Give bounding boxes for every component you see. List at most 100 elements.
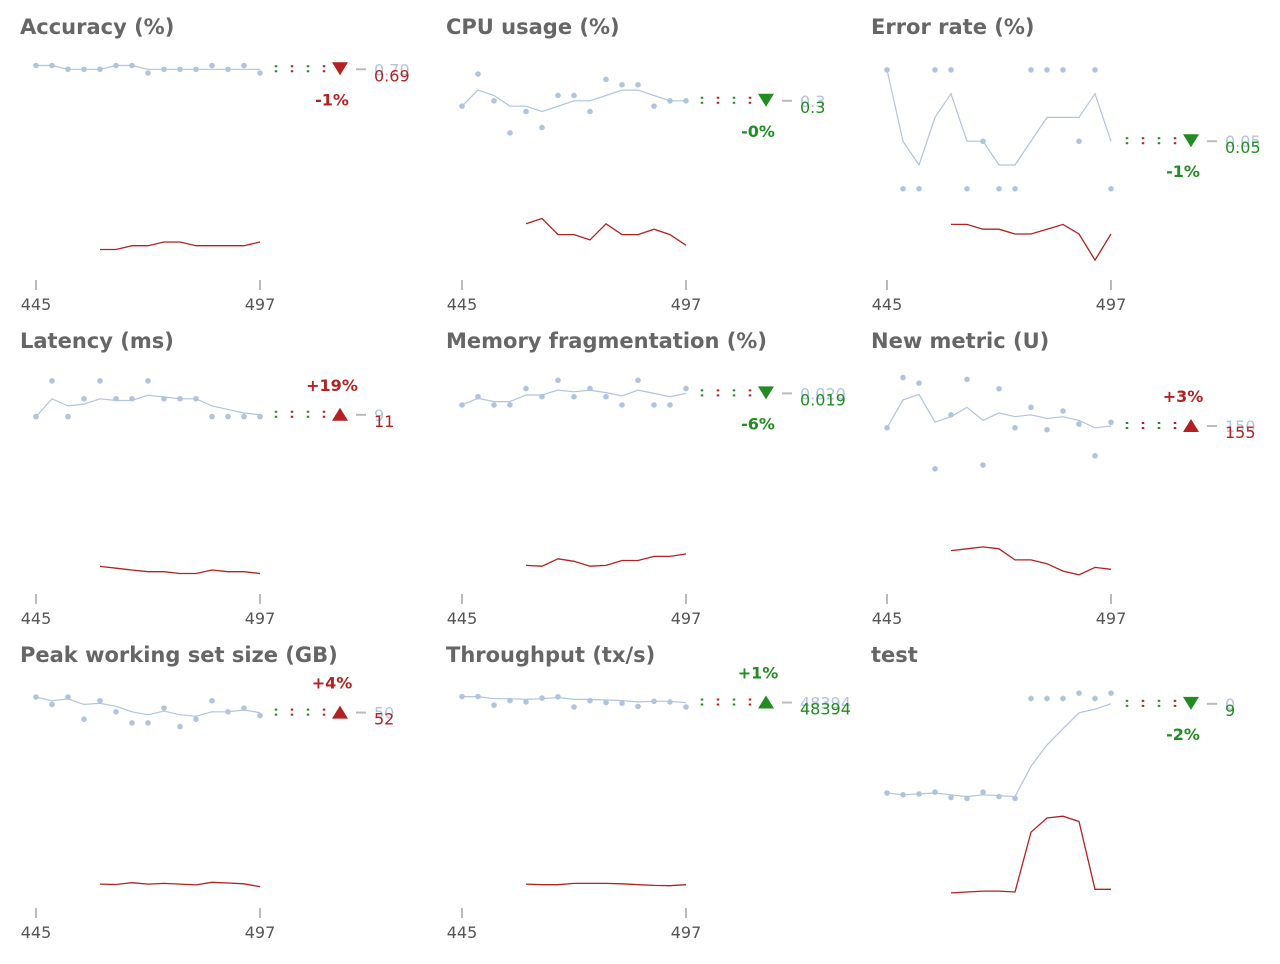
baseline-line <box>525 882 687 887</box>
change-percent: -1% <box>1166 162 1200 181</box>
data-point <box>916 380 922 386</box>
data-point <box>209 413 215 420</box>
change-percent: -0% <box>741 122 775 141</box>
data-point <box>1012 795 1018 802</box>
data-point <box>145 720 151 726</box>
data-point <box>603 76 609 83</box>
trend-line <box>36 64 260 70</box>
data-point <box>884 67 890 73</box>
data-point <box>1060 67 1066 73</box>
data-point <box>225 709 231 715</box>
data-point <box>1108 690 1114 696</box>
data-point <box>241 62 247 69</box>
data-point <box>1092 452 1098 459</box>
arrow-down-icon <box>332 62 348 76</box>
data-point <box>587 108 593 115</box>
data-point <box>651 103 657 109</box>
previous-value: 50 <box>374 704 394 723</box>
current-value: 52 <box>374 710 394 729</box>
data-point <box>177 723 183 730</box>
data-point <box>257 70 263 76</box>
data-point <box>948 412 954 418</box>
data-point <box>619 402 625 408</box>
data-point <box>97 66 103 73</box>
previous-value: 0.3 <box>800 92 825 111</box>
data-point <box>964 795 970 802</box>
data-point <box>683 704 689 710</box>
data-point <box>491 98 497 104</box>
data-point <box>948 67 954 73</box>
data-point <box>964 376 970 383</box>
data-point <box>1108 185 1114 192</box>
data-point <box>161 66 167 73</box>
data-point <box>193 395 199 402</box>
data-point <box>667 402 673 408</box>
data-point <box>97 378 103 384</box>
trend-line <box>886 393 1112 429</box>
x-tick-label: 497 <box>245 609 276 628</box>
data-point <box>1028 404 1034 411</box>
change-percent: +1% <box>738 664 779 683</box>
data-point <box>97 697 103 704</box>
data-point <box>635 81 641 88</box>
data-point <box>113 395 119 402</box>
chart-title: CPU usage (%) <box>446 15 620 39</box>
data-point <box>980 462 986 468</box>
arrow-up-icon <box>758 695 774 709</box>
data-point <box>257 712 263 719</box>
data-point <box>1044 426 1050 433</box>
data-point <box>459 103 465 109</box>
data-point <box>177 66 183 73</box>
chart-title: Error rate (%) <box>871 15 1035 39</box>
x-tick-label: 445 <box>21 295 52 314</box>
x-tick-label: 445 <box>872 295 903 314</box>
change-percent: +3% <box>1163 387 1204 406</box>
current-value: 11 <box>374 412 394 431</box>
data-point <box>65 413 71 420</box>
data-point <box>900 374 906 381</box>
change-percent: +19% <box>306 376 358 395</box>
chart-title: Latency (ms) <box>20 329 174 353</box>
data-point <box>193 66 199 73</box>
trend-line <box>35 394 261 418</box>
data-point <box>81 66 87 73</box>
x-tick-label: 445 <box>21 923 52 942</box>
data-point <box>145 378 151 384</box>
baseline-line <box>951 223 1112 262</box>
data-point <box>257 413 263 420</box>
previous-value: 9 <box>374 406 384 425</box>
previous-value: 0.020 <box>800 384 846 403</box>
arrow-down-icon <box>1183 134 1199 148</box>
data-point <box>980 789 986 795</box>
data-point <box>129 62 135 69</box>
previous-value: 0 <box>1225 695 1235 714</box>
arrow-down-icon <box>758 93 774 107</box>
data-point <box>193 716 199 723</box>
data-point <box>491 702 497 708</box>
data-point <box>161 395 167 402</box>
data-point <box>1060 408 1066 414</box>
data-point <box>619 700 625 706</box>
data-point <box>948 794 954 801</box>
data-point <box>209 62 215 69</box>
previous-value: 48394 <box>800 694 851 713</box>
arrow-down-icon <box>1183 696 1199 710</box>
data-point <box>459 402 465 408</box>
data-point <box>475 693 481 700</box>
trend-line <box>461 389 687 406</box>
data-point <box>587 697 593 704</box>
data-point <box>651 698 657 705</box>
trend-line <box>461 89 686 113</box>
data-point <box>667 98 673 104</box>
data-point <box>587 385 593 392</box>
data-point <box>571 704 577 710</box>
chart-title: test <box>871 643 918 667</box>
data-point <box>113 709 119 715</box>
data-point <box>49 62 55 69</box>
data-point <box>555 694 561 700</box>
chart-title: Peak working set size (GB) <box>20 643 338 667</box>
x-tick-label: 497 <box>1096 295 1127 314</box>
trend-line <box>886 703 1112 798</box>
current-value: 0.019 <box>800 390 846 409</box>
